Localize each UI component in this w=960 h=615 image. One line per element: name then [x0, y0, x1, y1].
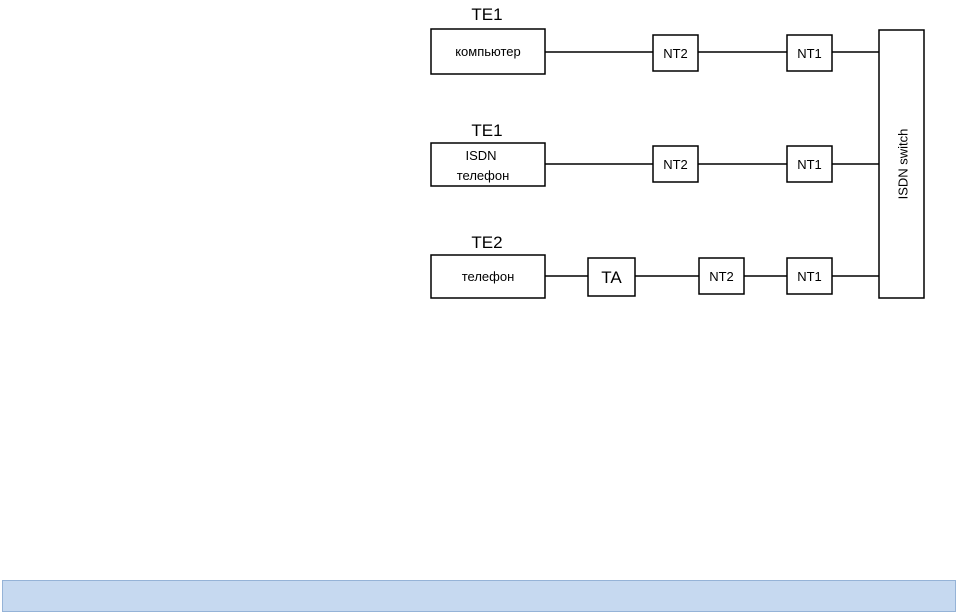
row-2-nt1-box [786, 145, 833, 183]
row-2-nt2-box [652, 145, 699, 183]
row-3-ta-box [587, 257, 636, 297]
isdn-switch-box [878, 29, 925, 299]
row-2-terminal-type: TE1 [471, 121, 502, 140]
row-2: TE1 ISDN телефон NT2 NT1 [430, 121, 879, 187]
row-3-terminal-type: TE2 [471, 233, 502, 252]
row-1-terminal-type: TE1 [471, 5, 502, 24]
row-3-ta-label: TA [601, 268, 622, 287]
row-2-nt2-label: NT2 [663, 157, 688, 172]
row-1: TE1 компьютер NT2 NT1 [430, 5, 879, 75]
row-3-nt1-box [786, 257, 833, 295]
row-3-nt1-label: NT1 [797, 269, 822, 284]
row-3-device-label: телефон [462, 269, 515, 284]
row-1-device-label: компьютер [455, 44, 521, 59]
isdn-switch-label: ISDN switch [896, 129, 911, 200]
row-3-device-box [430, 254, 546, 299]
row-3-nt2-label: NT2 [709, 269, 734, 284]
row-2-device-label-line-2: телефон [457, 168, 510, 183]
row-3: TE2 телефон TA NT2 NT1 [430, 233, 879, 299]
row-1-nt1-label: NT1 [797, 46, 822, 61]
bottom-bar [2, 580, 956, 612]
row-2-device-label-line-1: ISDN [465, 148, 496, 163]
row-1-nt1-box [786, 34, 833, 72]
row-2-nt1-label: NT1 [797, 157, 822, 172]
row-2-device-box [430, 142, 546, 187]
row-1-device-box [430, 28, 546, 75]
row-1-nt2-label: NT2 [663, 46, 688, 61]
row-1-nt2-box [652, 34, 699, 72]
